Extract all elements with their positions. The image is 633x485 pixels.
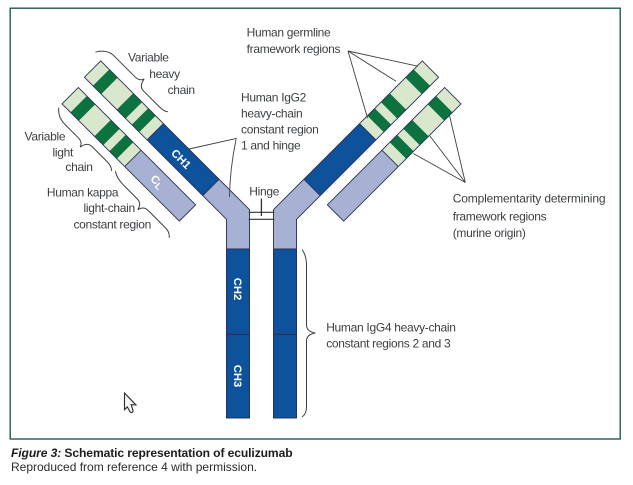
svg-text:CH3: CH3 xyxy=(231,365,243,388)
svg-text:Variable: Variable xyxy=(128,51,169,65)
svg-text:1 and hinge: 1 and hinge xyxy=(241,139,301,153)
svg-text:Human IgG4 heavy-chain: Human IgG4 heavy-chain xyxy=(326,321,455,335)
svg-text:Human kappa: Human kappa xyxy=(47,186,119,200)
svg-text:chain: chain xyxy=(65,160,92,174)
svg-text:heavy: heavy xyxy=(149,67,180,81)
svg-text:Figure 3: Schematic representa: Figure 3: Schematic representation of ec… xyxy=(11,446,293,460)
svg-text:chain: chain xyxy=(168,83,195,97)
svg-text:framework regions: framework regions xyxy=(453,210,547,224)
svg-text:Reproduced from reference 4 wi: Reproduced from reference 4 with permiss… xyxy=(11,460,257,474)
svg-text:Complementarity determining: Complementarity determining xyxy=(453,192,606,206)
svg-text:constant region: constant region xyxy=(73,218,151,232)
svg-text:framework regions: framework regions xyxy=(247,42,341,56)
svg-text:constant regions 2 and 3: constant regions 2 and 3 xyxy=(326,337,451,351)
svg-text:light: light xyxy=(52,146,73,160)
svg-text:Human germline: Human germline xyxy=(247,26,331,40)
svg-text:light-chain: light-chain xyxy=(83,201,134,215)
svg-text:constant region: constant region xyxy=(241,123,319,137)
svg-text:Human IgG2: Human IgG2 xyxy=(241,91,307,105)
svg-text:Variable: Variable xyxy=(25,130,66,144)
svg-text:heavy-chain: heavy-chain xyxy=(241,107,302,121)
svg-text:(murine origin): (murine origin) xyxy=(453,226,526,240)
svg-text:Hinge: Hinge xyxy=(249,185,279,199)
svg-text:CH2: CH2 xyxy=(231,278,243,301)
